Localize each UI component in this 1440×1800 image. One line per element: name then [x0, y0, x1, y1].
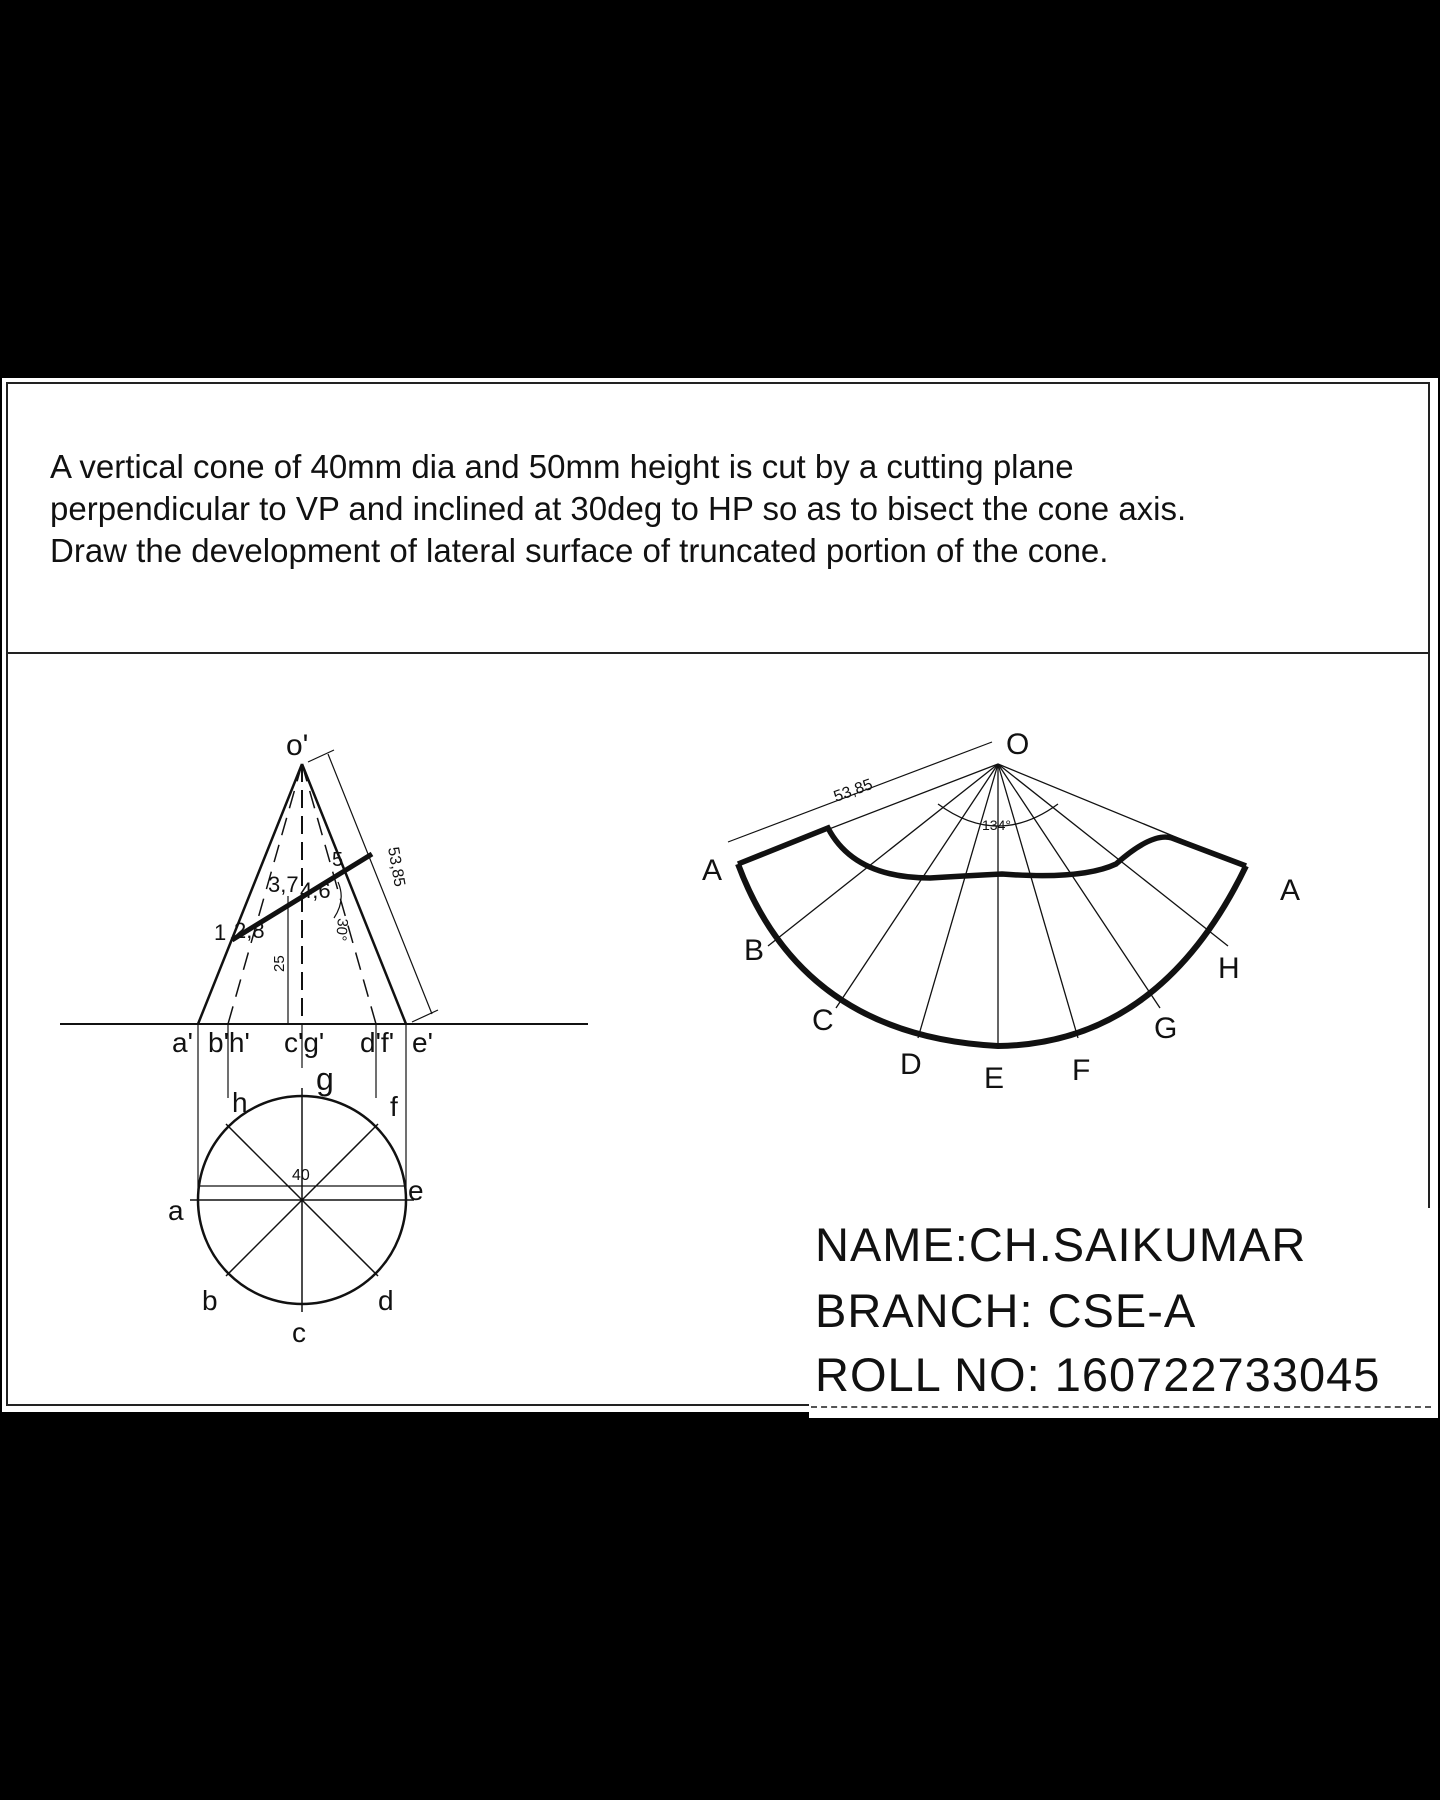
base-label-bh: b'h': [208, 1027, 250, 1058]
top-label-b: b: [202, 1285, 218, 1316]
slant-dim-ext-top: [307, 749, 335, 763]
dev-angle-arc: [937, 803, 1059, 827]
dev-label-d: D: [900, 1048, 922, 1081]
student-name: NAME:CH.SAIKUMAR: [815, 1218, 1307, 1271]
diameter-dim-label: 40: [292, 1167, 310, 1184]
sheet-border: [6, 382, 1430, 1406]
development-truncation-curve: [736, 824, 1247, 881]
problem-line-1: A vertical cone of 40mm dia and 50mm hei…: [50, 448, 1074, 485]
base-label-cg: c'g': [284, 1027, 324, 1058]
angle-label: 30°: [332, 918, 351, 942]
dev-apex-label: O: [1006, 728, 1029, 761]
dev-slant-dim-line: [727, 741, 993, 843]
cone-left-generator: [196, 763, 304, 1025]
section-point-5: 5: [332, 849, 343, 871]
student-details: NAME:CH.SAIKUMAR BRANCH: CSE-A ROLL NO: …: [809, 1208, 1438, 1418]
base-label-df: d'f': [360, 1027, 394, 1058]
top-view: [190, 1088, 414, 1312]
height-dim-label: 25: [271, 955, 288, 972]
cone-right-generator: [300, 763, 408, 1025]
top-label-d: d: [378, 1285, 394, 1316]
slant-dim-label: 53,85: [384, 846, 408, 888]
top-label-c: c: [292, 1317, 306, 1348]
slant-dim-line: [327, 753, 433, 1015]
dev-label-c: C: [812, 1004, 834, 1037]
section-point-3-7: 3,7: [268, 872, 299, 897]
section-point-1: 1: [214, 920, 226, 945]
front-view: [60, 749, 588, 1190]
problem-line-3: Draw the development of lateral surface …: [50, 532, 1109, 569]
radial-line-d: [917, 763, 999, 1039]
radial-line-b: [767, 763, 999, 947]
student-roll: ROLL NO: 160722733045: [815, 1348, 1381, 1401]
dev-angle-label: 134°: [982, 817, 1011, 833]
student-branch: BRANCH: CSE-A: [815, 1284, 1197, 1337]
front-view-labels: o' a' b'h' c'g' d'f' e' 1 2,8 3,7 4,6 5 …: [172, 729, 433, 1058]
top-view-labels: a b c d e f g h 40: [168, 1061, 424, 1348]
radial-line-f: [997, 763, 1079, 1039]
slant-dim-ext-bottom: [411, 1009, 439, 1023]
technical-drawing: o' a' b'h' c'g' d'f' e' 1 2,8 3,7 4,6 5 …: [60, 728, 1300, 1348]
generator-bh: [227, 763, 303, 1025]
top-label-a: a: [168, 1195, 184, 1226]
dev-label-h: H: [1218, 952, 1240, 985]
apex-label: o': [286, 729, 308, 762]
development-labels: O A B C D E F G H A 53,85 134°: [702, 728, 1300, 1095]
diameter-hd: [225, 1123, 379, 1277]
top-label-e: e: [408, 1175, 424, 1206]
dev-label-a-right: A: [1280, 874, 1300, 907]
angle-arc: [333, 881, 342, 919]
cutting-plane: [230, 851, 374, 943]
development: [727, 741, 1249, 1050]
top-label-h: h: [232, 1087, 248, 1118]
dev-label-a-left: A: [702, 854, 722, 887]
radial-line-h: [997, 763, 1229, 947]
top-label-f: f: [390, 1091, 398, 1122]
radial-line-c: [835, 763, 999, 1009]
generator-df: [301, 763, 377, 1025]
base-label-e: e': [412, 1027, 433, 1058]
dev-slant-dim-label: 53,85: [832, 776, 876, 806]
problem-line-2: perpendicular to VP and inclined at 30de…: [50, 490, 1187, 527]
scan-underline: [811, 1406, 1431, 1410]
drawing-sheet: A vertical cone of 40mm dia and 50mm hei…: [2, 378, 1438, 1418]
radial-line-g: [997, 763, 1161, 1009]
problem-statement: A vertical cone of 40mm dia and 50mm hei…: [50, 446, 1370, 572]
dev-label-e: E: [984, 1062, 1004, 1095]
section-point-4-6: 4,6: [300, 878, 331, 903]
dev-label-b: B: [744, 934, 764, 967]
section-point-2-8: 2,8: [234, 918, 265, 943]
base-label-a: a': [172, 1027, 193, 1058]
dev-label-f: F: [1072, 1054, 1090, 1087]
radial-line-a-right: [997, 763, 1247, 867]
dev-label-g: G: [1154, 1012, 1177, 1045]
radial-line-a-left: [737, 763, 999, 865]
title-divider: [6, 652, 1430, 654]
top-label-g: g: [316, 1061, 334, 1097]
